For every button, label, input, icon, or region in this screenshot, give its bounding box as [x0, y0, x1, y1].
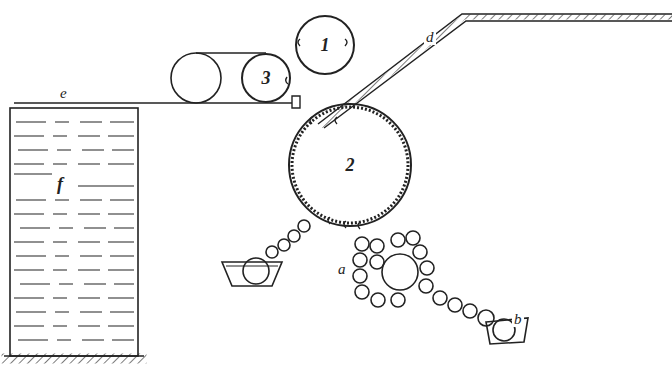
part-number: 1: [321, 36, 330, 54]
part-letter: d: [424, 30, 436, 45]
part-letter: b: [512, 312, 524, 327]
part-letter: e: [58, 86, 69, 101]
roller-circle: 1: [295, 15, 355, 75]
part-number: 3: [262, 69, 271, 87]
tank-label: f: [44, 171, 76, 197]
roller-circle: 3: [241, 53, 291, 103]
part-number: f: [57, 175, 63, 193]
part-letter: a: [336, 262, 348, 277]
part-number: 2: [346, 156, 355, 174]
drum-circle: 2: [288, 103, 412, 227]
